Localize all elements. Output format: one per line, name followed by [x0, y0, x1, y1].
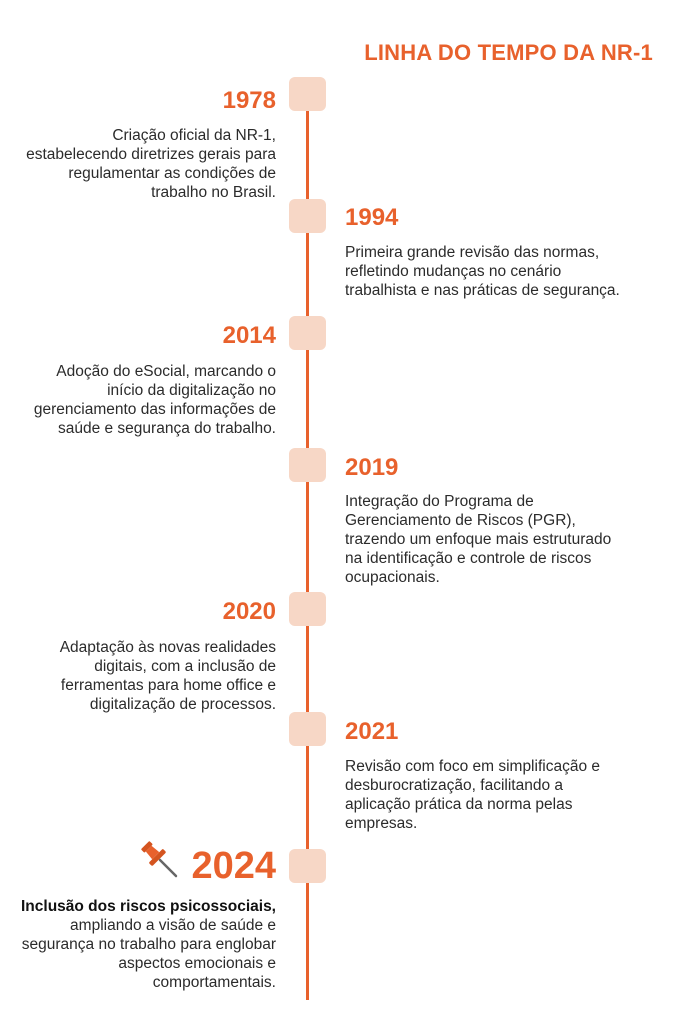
event-year: 1994 — [345, 204, 399, 231]
timeline-marker — [289, 448, 326, 482]
event-description: Revisão com foco em simplificação e desb… — [345, 758, 600, 832]
timeline-marker — [289, 77, 326, 111]
event-description: Adaptação às novas realidades digitais, … — [59, 639, 276, 713]
event-year: 2014 — [222, 322, 276, 349]
timeline-marker — [289, 199, 326, 233]
timeline-marker — [289, 592, 326, 626]
event-year: 2021 — [345, 718, 399, 745]
event-description: Integração do Programa de Gerenciamento … — [345, 493, 612, 586]
timeline-axis — [306, 80, 309, 1000]
timeline-marker — [289, 316, 326, 350]
page-title: LINHA DO TEMPO DA NR-1 — [364, 40, 653, 65]
event-description: Inclusão dos riscos psicossociais, ampli… — [16, 897, 276, 992]
event-year: 2020 — [222, 598, 276, 625]
event-description: Primeira grande revisão das normas, refl… — [345, 244, 620, 299]
timeline-marker — [289, 849, 326, 883]
event-highlight: Inclusão dos riscos psicossociais, — [21, 898, 276, 915]
event-year: 2024 — [191, 845, 276, 887]
event-year: 1978 — [222, 87, 276, 114]
event-year: 2019 — [345, 454, 399, 481]
timeline-marker — [289, 712, 326, 746]
event-description: Criação oficial da NR-1, estabelecendo d… — [26, 127, 276, 201]
pushpin-icon — [141, 841, 178, 878]
event-description: Adoção do eSocial, marcando o início da … — [33, 363, 276, 437]
event-description-rest: ampliando a visão de saúde e segurança n… — [21, 917, 276, 991]
